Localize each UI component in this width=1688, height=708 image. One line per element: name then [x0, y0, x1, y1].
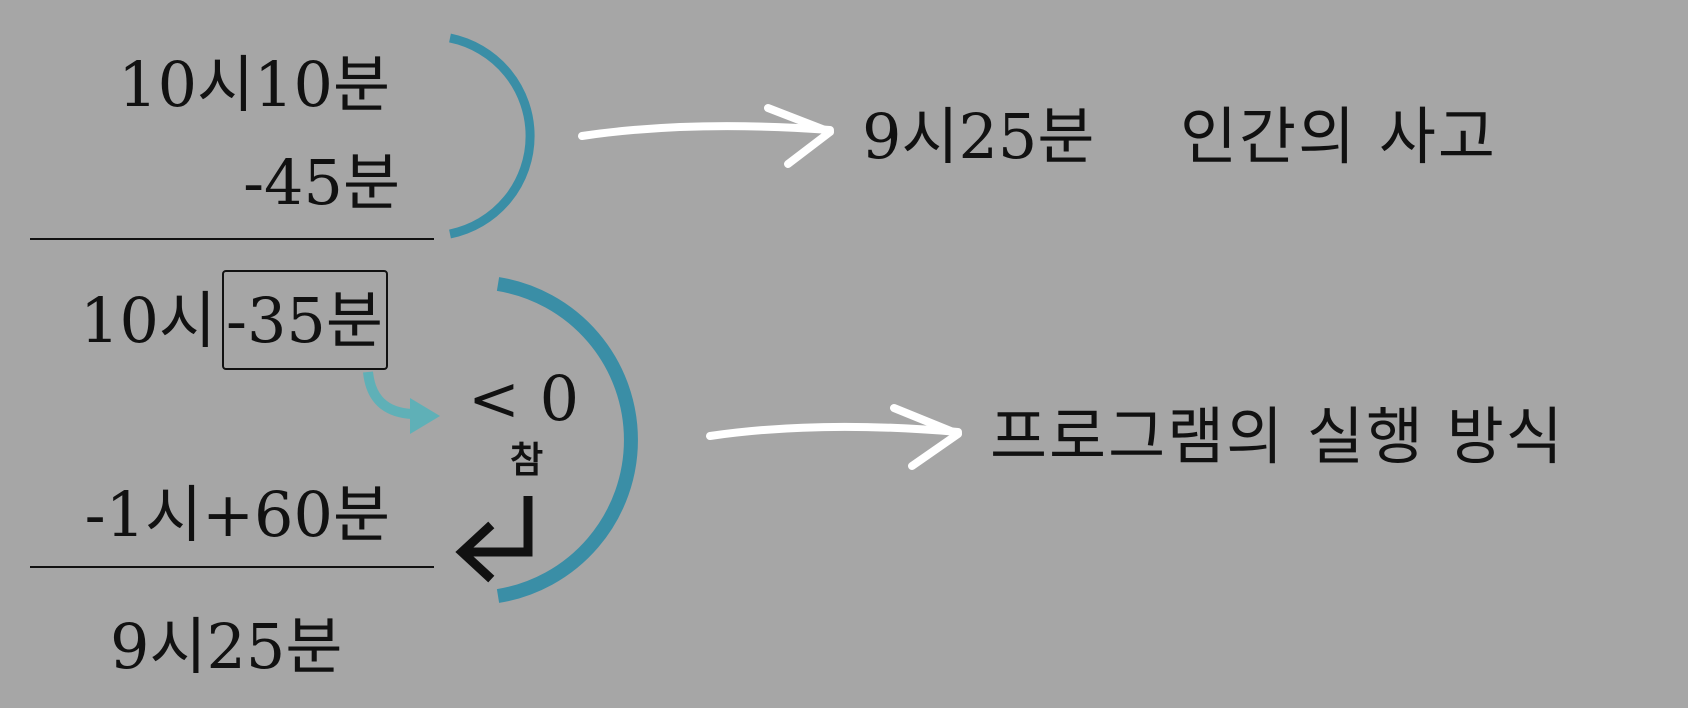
calc-result: 9시25분	[110, 610, 343, 683]
small-curved-arrow	[363, 371, 413, 419]
lower-white-arrow	[706, 422, 962, 440]
lower-bracket	[496, 277, 638, 603]
program-execution-label: 프로그램의 실행 방식	[990, 400, 1565, 473]
return-arrow-head	[455, 521, 495, 583]
calc-line-start-time: 10시10분	[118, 48, 390, 121]
upper-white-arrow-head	[764, 104, 834, 168]
condition-true-label: 참	[510, 439, 544, 481]
calc-line-negative-minutes: -35분	[226, 284, 383, 357]
human-result-value: 9시25분	[862, 100, 1095, 173]
small-curved-arrow-head	[410, 398, 440, 434]
negative-minutes-box	[222, 270, 388, 370]
calc-line-borrow-hour: -1시+60분	[84, 478, 390, 551]
calc-divider-bottom	[30, 566, 434, 568]
lower-white-arrow-head	[890, 404, 962, 470]
condition-less-than-zero: < 0	[468, 362, 580, 435]
upper-bracket	[449, 33, 535, 239]
upper-white-arrow	[578, 122, 834, 140]
calc-line-hour: 10시	[80, 284, 216, 357]
calc-line-subtract-minutes: -45분	[243, 146, 400, 219]
return-arrow	[466, 496, 533, 557]
calc-divider-top	[30, 238, 434, 240]
human-thinking-label: 인간의 사고	[1180, 100, 1497, 173]
